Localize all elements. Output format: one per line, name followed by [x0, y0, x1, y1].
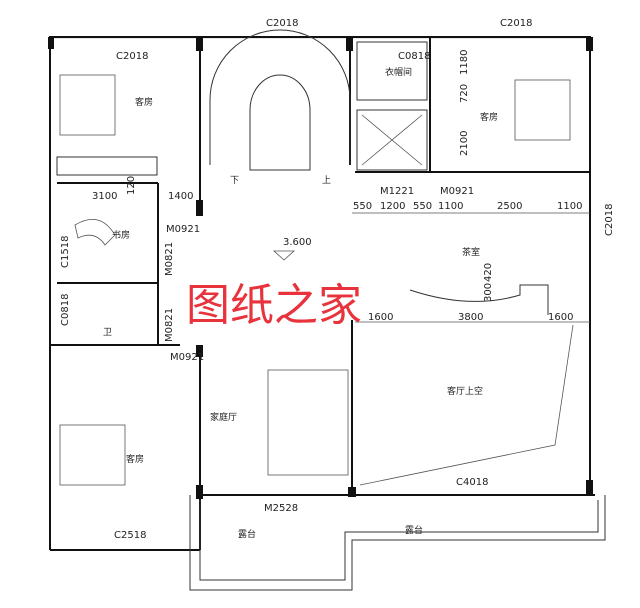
room-label: 衣帽间 — [385, 66, 412, 78]
dimension-label: 1180 — [459, 50, 470, 75]
room-label: 卫 — [103, 328, 112, 338]
stair-label: 上 — [322, 175, 331, 186]
door-label: M0921 — [166, 224, 200, 235]
door-label: M0821 — [164, 242, 175, 276]
window-label: C4018 — [456, 477, 488, 488]
dimension-label: 120 — [126, 176, 137, 195]
dimension-label: 3100 — [92, 191, 117, 202]
window-label: C2018 — [604, 204, 615, 236]
window-label: C2018 — [500, 18, 532, 29]
dimension-label: 2100 — [459, 131, 470, 156]
door-label: M0921 — [170, 352, 204, 363]
window-label: C1518 — [60, 236, 71, 268]
room-label: 露台 — [238, 528, 256, 540]
elevation-label: 3.600 — [283, 237, 312, 248]
room-label: 家庭厅 — [210, 411, 237, 423]
watermark: 图纸之家 — [186, 280, 362, 331]
dimension-label: 1600 — [548, 312, 573, 323]
window-label: C0818 — [60, 294, 71, 326]
dimension-label: 420 — [483, 263, 494, 282]
dimension-label: 1400 — [168, 191, 193, 202]
dimension-label: 2500 — [497, 201, 522, 212]
window-label: C2518 — [114, 530, 146, 541]
dimension-label: 550 — [413, 201, 432, 212]
dimension-label: 720 — [459, 84, 470, 103]
room-label: 客房 — [480, 111, 498, 123]
window-label: C2018 — [266, 18, 298, 29]
elevation-marker — [272, 250, 296, 261]
dimension-label: 300 — [483, 283, 494, 302]
door-label: M0821 — [164, 308, 175, 342]
window-label: C0818 — [398, 51, 430, 62]
room-label: 茶室 — [462, 246, 480, 258]
dimension-label: 3800 — [458, 312, 483, 323]
room-label: 客厅上空 — [447, 385, 483, 397]
dimension-label: 550 — [353, 201, 372, 212]
door-label: M2528 — [264, 503, 298, 514]
window-label: C2018 — [116, 51, 148, 62]
dimension-label: 1600 — [368, 312, 393, 323]
stair-label: 下 — [230, 176, 239, 186]
door-label: M1221 — [380, 186, 414, 197]
dimension-label: 1100 — [438, 201, 463, 212]
room-label: 露台 — [405, 524, 423, 536]
room-label: 客房 — [135, 96, 153, 108]
walls — [48, 29, 606, 591]
room-label: 客房 — [126, 453, 144, 465]
dimension-label: 1100 — [557, 201, 582, 212]
door-label: M0921 — [440, 186, 474, 197]
dimension-label: 1200 — [380, 201, 405, 212]
room-label: 书房 — [112, 229, 130, 241]
